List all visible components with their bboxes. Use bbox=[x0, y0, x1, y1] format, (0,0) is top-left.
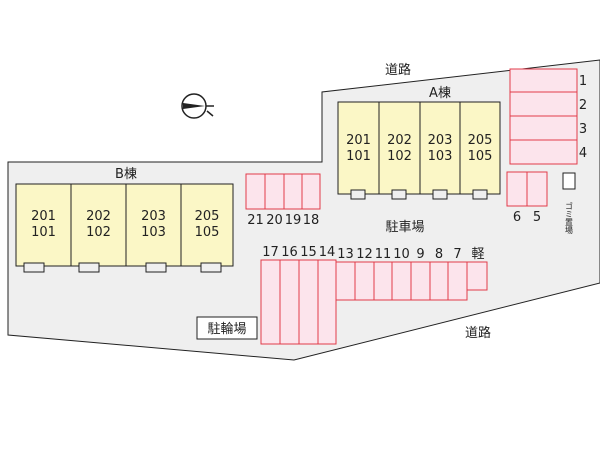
unit-upper-number: 205 bbox=[195, 209, 220, 224]
parking-number: 15 bbox=[300, 245, 317, 260]
parking-space bbox=[354, 261, 375, 301]
parking-space bbox=[260, 259, 281, 345]
parking-space bbox=[373, 261, 393, 301]
road-label-bottom: 道路 bbox=[465, 325, 491, 341]
parking-space bbox=[526, 171, 548, 207]
parking-space bbox=[506, 171, 528, 207]
parking-space bbox=[317, 259, 337, 345]
parking-number: 13 bbox=[337, 247, 354, 262]
unit-upper-number: 203 bbox=[141, 209, 166, 224]
building-b-unit: 205 105 bbox=[180, 183, 234, 273]
parking-number: 4 bbox=[579, 146, 587, 161]
parking-number: 2 bbox=[579, 98, 587, 113]
unit-lower-number: 103 bbox=[428, 149, 453, 164]
parking-space bbox=[509, 139, 578, 165]
bike-parking-label: 駐輪場 bbox=[207, 321, 246, 337]
unit-upper-number: 205 bbox=[468, 133, 493, 148]
garbage-label: ゴミ置場 bbox=[565, 201, 574, 235]
unit-upper-number: 203 bbox=[428, 133, 453, 148]
building-a-label: A棟 bbox=[429, 86, 451, 101]
parking-number: 18 bbox=[303, 213, 320, 228]
building-a-unit: 205 105 bbox=[459, 101, 501, 200]
unit-upper-number: 201 bbox=[346, 133, 371, 148]
parking-space bbox=[335, 261, 356, 301]
parking-space-kei bbox=[466, 261, 488, 291]
unit-lower-number: 101 bbox=[346, 149, 371, 164]
parking-number: 12 bbox=[356, 247, 373, 262]
unit-lower-number: 103 bbox=[141, 225, 166, 240]
parking-number: 3 bbox=[579, 122, 587, 137]
building-a-unit: 201 101 bbox=[337, 101, 380, 200]
unit-lower-number: 105 bbox=[468, 149, 493, 164]
building-a-unit: 203 103 bbox=[419, 101, 461, 200]
parking-space bbox=[279, 259, 300, 345]
parking-number: 10 bbox=[393, 247, 410, 262]
parking-lot-label: 駐車場 bbox=[385, 220, 424, 235]
parking-space bbox=[245, 173, 266, 210]
building-b-unit: 202 102 bbox=[70, 183, 127, 273]
parking-kei-label: 軽 bbox=[471, 247, 484, 262]
parking-number: 6 bbox=[513, 210, 521, 225]
parking-number: 20 bbox=[266, 213, 283, 228]
parking-top-row bbox=[245, 173, 321, 210]
parking-number: 7 bbox=[453, 247, 461, 262]
parking-bottom-short bbox=[335, 261, 488, 301]
unit-upper-number: 202 bbox=[86, 209, 111, 224]
parking-number: 19 bbox=[285, 213, 302, 228]
parking-number: 5 bbox=[533, 210, 541, 225]
unit-lower-number: 102 bbox=[387, 149, 412, 164]
parking-right-column bbox=[509, 68, 578, 165]
parking-space bbox=[264, 173, 285, 210]
building-b-unit: 201 101 bbox=[15, 183, 72, 273]
parking-number: 9 bbox=[416, 247, 424, 262]
parking-pair bbox=[506, 171, 548, 207]
parking-bottom-tall bbox=[260, 259, 337, 345]
garbage-area bbox=[562, 172, 576, 190]
building-b-label: B棟 bbox=[115, 167, 137, 182]
parking-number: 11 bbox=[375, 247, 392, 262]
parking-space bbox=[391, 261, 412, 301]
unit-lower-number: 102 bbox=[86, 225, 111, 240]
building-a-unit: 202 102 bbox=[378, 101, 421, 200]
parking-space bbox=[429, 261, 449, 301]
north-arrow-icon bbox=[181, 93, 214, 119]
parking-space bbox=[298, 259, 319, 345]
parking-space bbox=[509, 91, 578, 117]
parking-space bbox=[301, 173, 321, 210]
road-label-top: 道路 bbox=[385, 62, 411, 78]
parking-space bbox=[410, 261, 431, 301]
parking-number: 8 bbox=[435, 247, 443, 262]
building-b-unit: 203 103 bbox=[125, 183, 182, 273]
bike-parking-box bbox=[196, 316, 258, 340]
parking-number: 1 bbox=[579, 74, 587, 89]
parking-space bbox=[509, 68, 578, 93]
parking-number: 21 bbox=[247, 213, 264, 228]
unit-lower-number: 105 bbox=[195, 225, 220, 240]
unit-upper-number: 202 bbox=[387, 133, 412, 148]
parking-number: 14 bbox=[319, 245, 336, 260]
parking-space bbox=[283, 173, 303, 210]
parking-number: 17 bbox=[262, 245, 279, 260]
building-a: A棟 201 101 202 102 203 103 205 105 bbox=[337, 86, 501, 200]
building-b: B棟 201 101 202 102 203 103 205 105 bbox=[15, 167, 234, 273]
unit-upper-number: 201 bbox=[31, 209, 56, 224]
parking-space bbox=[509, 115, 578, 141]
parking-space bbox=[447, 261, 468, 301]
parking-number: 16 bbox=[281, 245, 298, 260]
unit-lower-number: 101 bbox=[31, 225, 56, 240]
